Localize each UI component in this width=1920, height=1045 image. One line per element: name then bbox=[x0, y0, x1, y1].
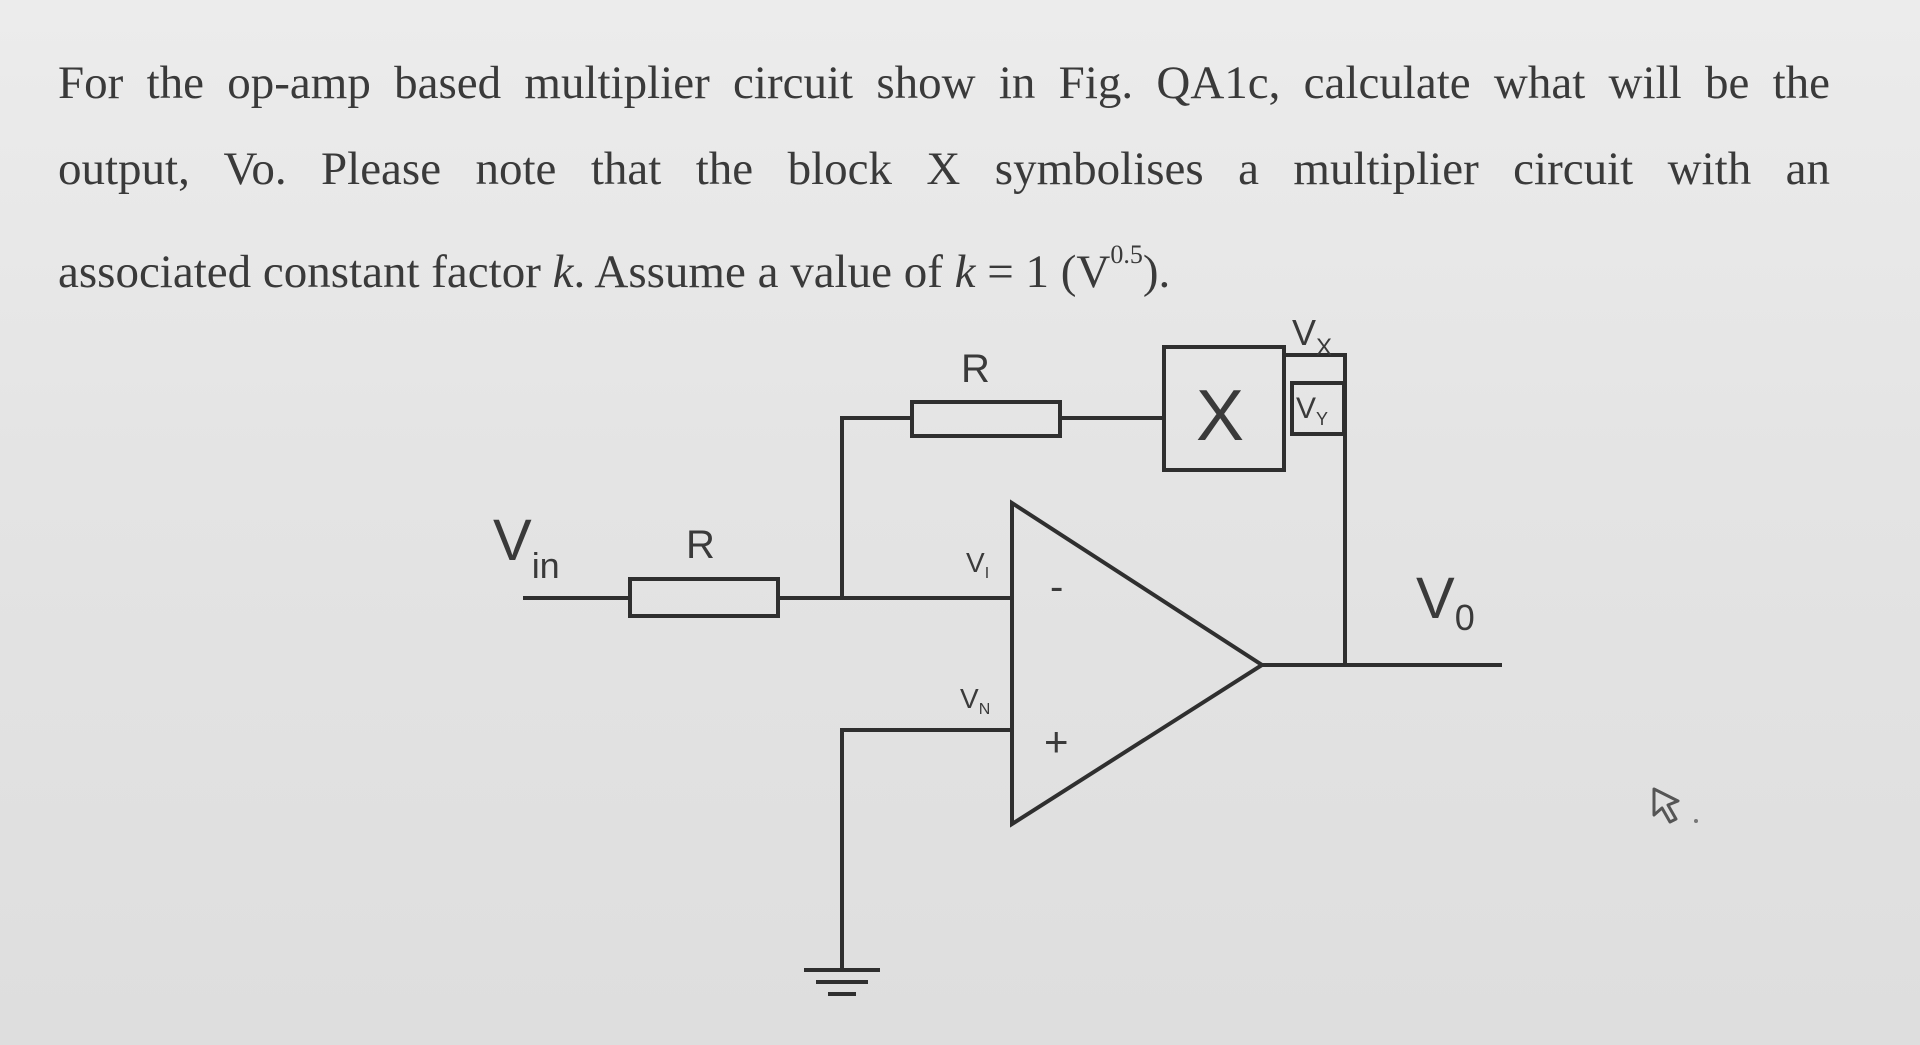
noninverting-node-label: VN bbox=[960, 683, 990, 718]
constant-k-symbol-2: k bbox=[954, 246, 976, 298]
question-line-3-part-c: = 1 (V bbox=[975, 246, 1111, 298]
vy-main: V bbox=[1296, 392, 1316, 425]
input-resistor bbox=[628, 577, 780, 618]
inverting-node-label: VI bbox=[966, 547, 989, 582]
question-line-1: For the op-amp based multiplier circuit … bbox=[58, 57, 1830, 109]
op-amp-icon bbox=[1010, 499, 1266, 828]
vx-sub: X bbox=[1316, 334, 1332, 361]
output-voltage-main: V bbox=[1416, 566, 1455, 631]
question-line-3-part-b: . Assume a value of bbox=[573, 246, 955, 298]
input-resistor-label: R bbox=[686, 523, 715, 567]
constant-k-symbol: k bbox=[552, 246, 574, 298]
opamp-minus-sign: - bbox=[1050, 565, 1063, 609]
question-line-3-part-a: associated constant factor bbox=[58, 246, 553, 298]
vy-label: VY bbox=[1296, 392, 1328, 429]
output-voltage-sub: 0 bbox=[1455, 597, 1475, 638]
question-line-2: output, Vo. Please note that the block X… bbox=[58, 143, 1830, 195]
vx-main: V bbox=[1292, 312, 1316, 353]
opamp-plus-sign: + bbox=[1044, 718, 1069, 765]
vn-main: V bbox=[960, 683, 979, 714]
multiplier-label: X bbox=[1196, 376, 1244, 456]
vi-sub: I bbox=[985, 565, 989, 582]
vy-sub: Y bbox=[1316, 409, 1328, 429]
output-voltage-label: V0 bbox=[1416, 566, 1475, 638]
exponent: 0.5 bbox=[1110, 240, 1143, 269]
multiplier-block bbox=[1162, 345, 1286, 472]
feedback-resistor bbox=[910, 400, 1062, 438]
feedback-resistor-label: R bbox=[961, 347, 990, 391]
vn-sub: N bbox=[979, 701, 991, 718]
vi-main: V bbox=[966, 547, 985, 578]
input-voltage-label: Vin bbox=[493, 508, 560, 586]
question-text: For the op-amp based multiplier circuit … bbox=[58, 40, 1830, 298]
ground-icon bbox=[804, 968, 880, 996]
mouse-cursor-icon bbox=[1652, 787, 1698, 824]
input-voltage-sub: in bbox=[532, 545, 560, 586]
input-voltage-main: V bbox=[493, 508, 532, 573]
vx-label: VX bbox=[1292, 312, 1332, 361]
question-line-3-part-d: ). bbox=[1142, 246, 1171, 298]
question-line-3: associated constant factor k. Assume a v… bbox=[58, 212, 1830, 298]
